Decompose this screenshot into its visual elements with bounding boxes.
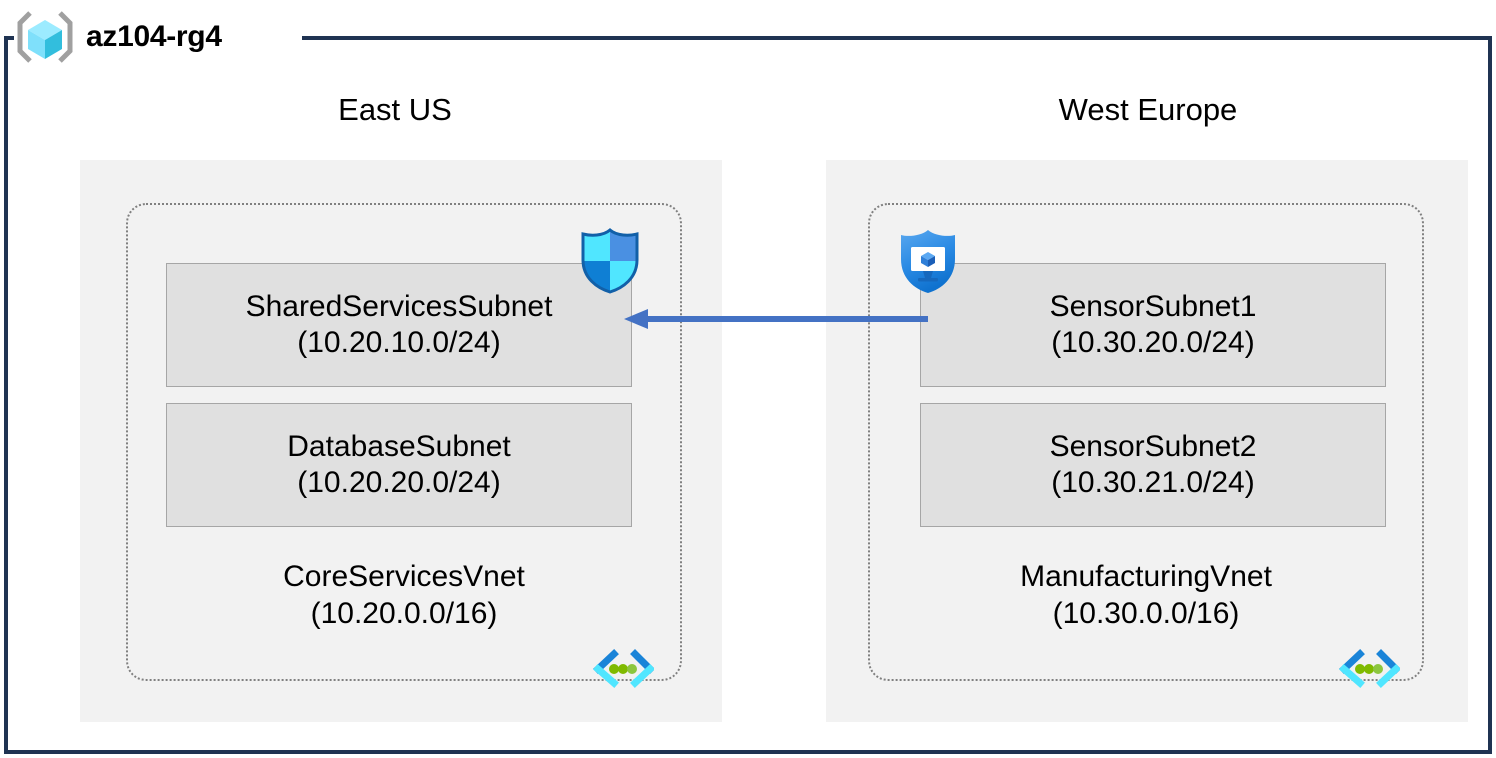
subnet-shared-services[interactable]: SharedServicesSubnet (10.20.10.0/24) [166, 263, 632, 387]
subnet-cidr: (10.20.10.0/24) [297, 326, 501, 359]
subnet-name: SensorSubnet1 [1049, 290, 1257, 323]
resource-group-container [4, 36, 1492, 754]
vnet-manufacturing[interactable]: SensorSubnet1 (10.30.20.0/24) SensorSubn… [868, 203, 1424, 681]
vnet-cidr: (10.30.0.0/16) [1052, 596, 1240, 630]
subnet-sensor-2[interactable]: SensorSubnet2 (10.30.21.0/24) [920, 403, 1386, 527]
resource-group-name: az104-rg4 [86, 20, 222, 53]
subnet-sensor-1[interactable]: SensorSubnet1 (10.30.20.0/24) [920, 263, 1386, 387]
vnet-cidr: (10.20.0.0/16) [310, 596, 498, 630]
subnet-database[interactable]: DatabaseSubnet (10.20.20.0/24) [166, 403, 632, 527]
vnet-peering-arrow[interactable] [620, 300, 930, 338]
subnet-name: DatabaseSubnet [287, 430, 511, 463]
subnet-name: SensorSubnet2 [1049, 430, 1257, 463]
subnet-cidr: (10.30.20.0/24) [1051, 326, 1255, 359]
resource-group-cube-icon [17, 11, 73, 63]
region-label-west-europe: West Europe [1058, 92, 1238, 127]
vnet-name: CoreServicesVnet [283, 560, 525, 593]
vnet-icon-manufacturing [1339, 649, 1400, 688]
region-label-east-us: East US [338, 92, 452, 127]
vnet-icon-core-services [593, 649, 654, 688]
resource-group-title: az104-rg4 [14, 6, 228, 68]
vnet-caption-manufacturing: ManufacturingVnet (10.30.0.0/16) [870, 559, 1422, 632]
vnet-name: ManufacturingVnet [1020, 560, 1272, 593]
subnet-cidr: (10.20.20.0/24) [297, 466, 501, 499]
vnet-caption-core-services: CoreServicesVnet (10.20.0.0/16) [128, 559, 680, 632]
resource-group-border-right-segment [302, 36, 1492, 40]
subnet-cidr: (10.30.21.0/24) [1051, 466, 1255, 499]
defender-shield-monitor-icon [901, 230, 955, 293]
network-security-group-shield-icon [581, 228, 639, 294]
resource-group-border-left-segment [4, 36, 18, 40]
vnet-core-services[interactable]: SharedServicesSubnet (10.20.10.0/24) Dat… [126, 203, 682, 681]
subnet-name: SharedServicesSubnet [245, 290, 553, 323]
